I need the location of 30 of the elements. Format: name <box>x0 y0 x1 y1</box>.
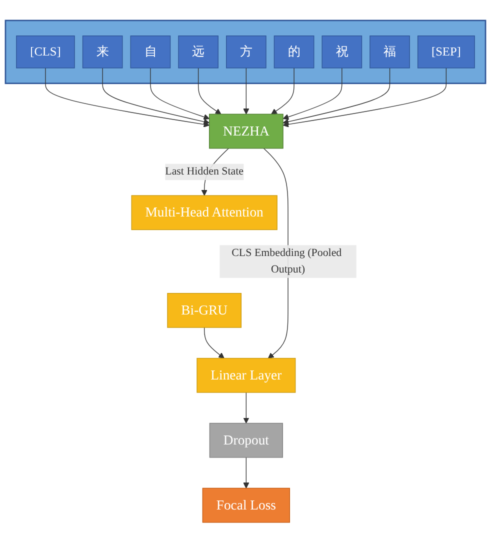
node-box: 方 <box>226 36 266 68</box>
node-box: 福 <box>370 36 410 68</box>
edge-label: Last Hidden State <box>165 166 244 178</box>
node-box: Multi-Head Attention <box>131 195 278 230</box>
node-box: NEZHA <box>209 114 284 149</box>
node-box: 祝 <box>322 36 362 68</box>
node-box: 的 <box>274 36 314 68</box>
node-box: 远 <box>178 36 218 68</box>
arrow <box>45 68 210 128</box>
arrow <box>102 68 210 125</box>
arrow <box>282 68 390 125</box>
arrow <box>243 457 250 489</box>
node-box: Linear Layer <box>196 358 296 393</box>
arrow <box>150 68 210 120</box>
arrow <box>198 68 222 114</box>
node-box: [SEP] <box>417 36 475 68</box>
arrow <box>243 68 250 114</box>
node-box: 来 <box>82 36 123 68</box>
node-box: Focal Loss <box>202 488 290 523</box>
arrow <box>204 327 224 359</box>
arrow <box>282 68 342 120</box>
arrow <box>243 392 250 424</box>
arrow <box>271 68 294 114</box>
arrow <box>282 68 447 128</box>
node-box: [CLS] <box>16 36 75 68</box>
node-box: Bi-GRU <box>167 293 242 328</box>
node-box: Dropout <box>209 422 283 458</box>
cluster <box>4 20 486 84</box>
edge-label: CLS Embedding (Pooled Output) <box>232 247 342 276</box>
node-box: 自 <box>130 36 171 68</box>
